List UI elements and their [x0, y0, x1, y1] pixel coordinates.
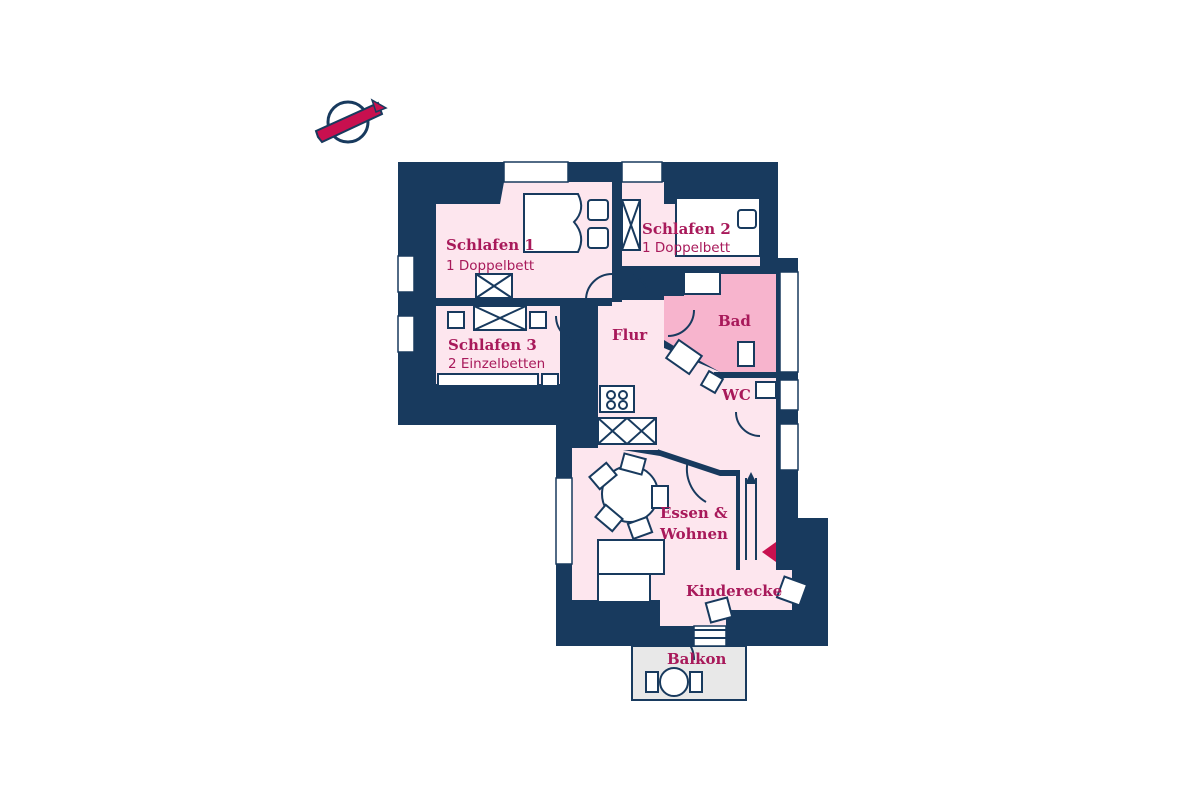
- label-flur: Flur: [612, 326, 648, 344]
- label-schlafen-1: Schlafen 1: [446, 236, 535, 254]
- doors: [555, 273, 761, 661]
- label-schlafen-3: Schlafen 3: [448, 336, 537, 354]
- interior-walls: [436, 162, 778, 646]
- label-kinderecke: Kinderecke: [686, 582, 782, 600]
- room-labels: Schlafen 1 1 Doppelbett Schlafen 2 1 Dop…: [446, 220, 782, 668]
- detail-schlafen-2: 1 Doppelbett: [642, 240, 730, 256]
- label-schlafen-2: Schlafen 2: [642, 220, 731, 238]
- label-wc: WC: [721, 386, 751, 404]
- label-wohnen: Wohnen: [659, 525, 728, 543]
- detail-schlafen-3: 2 Einzelbetten: [448, 356, 545, 372]
- entrance-arrow-icon: [745, 472, 776, 562]
- label-balkon: Balkon: [667, 650, 726, 668]
- label-bad: Bad: [718, 312, 751, 330]
- furniture: [437, 193, 809, 697]
- label-essen: Essen &: [660, 504, 728, 522]
- compass-icon: [314, 98, 388, 144]
- detail-schlafen-1: 1 Doppelbett: [446, 258, 534, 274]
